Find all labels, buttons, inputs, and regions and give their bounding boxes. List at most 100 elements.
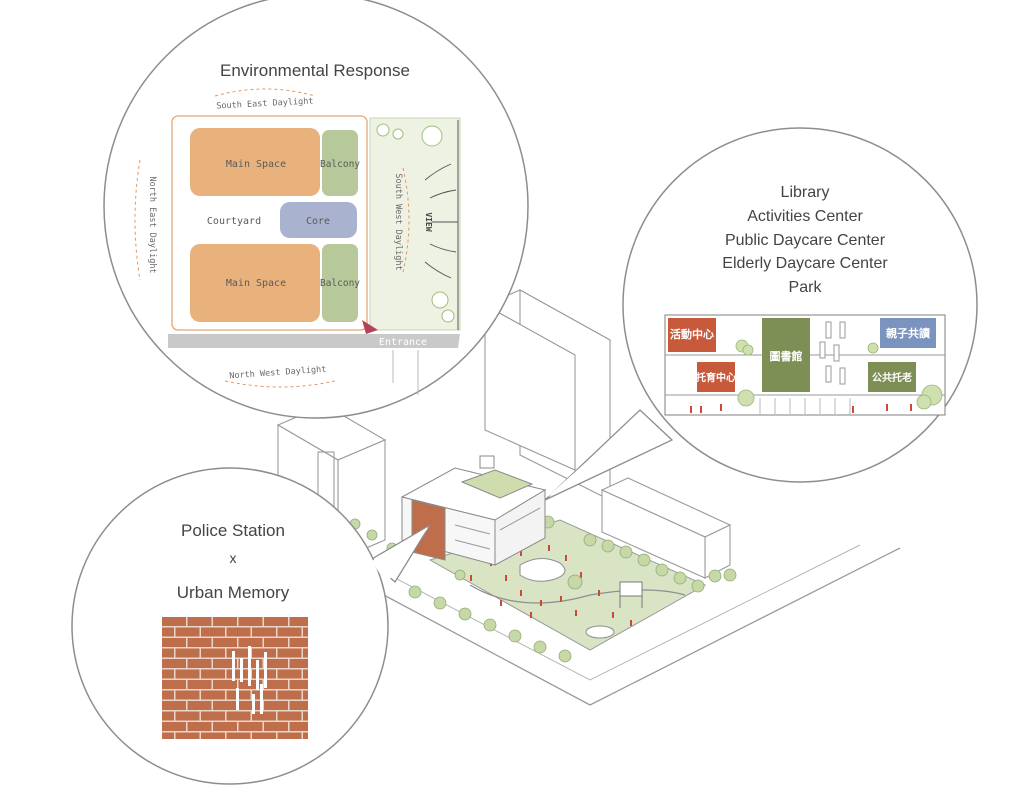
light-slit bbox=[260, 684, 263, 714]
brick bbox=[303, 648, 308, 658]
environmental-title: Environmental Response bbox=[220, 61, 410, 80]
courtyard-label: Courtyard bbox=[207, 216, 261, 227]
brick bbox=[175, 711, 200, 721]
park-path bbox=[469, 584, 686, 604]
south-east-arc bbox=[214, 88, 316, 97]
light-slit bbox=[232, 651, 235, 681]
main-space-label-top: Main Space bbox=[226, 159, 286, 170]
garden-trees bbox=[376, 123, 455, 323]
facade-people bbox=[690, 404, 912, 413]
plaza-circle bbox=[585, 625, 615, 639]
brick bbox=[162, 711, 174, 721]
brick bbox=[187, 680, 212, 689]
brick bbox=[162, 701, 186, 710]
brick bbox=[162, 659, 186, 668]
brick bbox=[252, 690, 276, 700]
light-slit bbox=[240, 658, 243, 682]
brick bbox=[162, 732, 174, 739]
brick bbox=[162, 690, 174, 700]
brick bbox=[226, 711, 251, 721]
brick bbox=[277, 690, 302, 700]
main-space-label-bottom: Main Space bbox=[226, 278, 286, 289]
view-label: VIEW bbox=[424, 212, 433, 231]
brick bbox=[277, 648, 302, 658]
brick bbox=[264, 722, 288, 731]
programs-bubble: Library Activities Center Public Daycare… bbox=[544, 127, 978, 501]
sign-library-text: 圖書館 bbox=[770, 349, 803, 363]
brick bbox=[277, 732, 302, 739]
brick bbox=[277, 627, 302, 637]
brick bbox=[277, 711, 302, 721]
north-east-label: North East Daylight bbox=[147, 176, 157, 273]
program-elderly-daycare: Elderly Daycare Center bbox=[722, 255, 888, 272]
north-east-arc bbox=[134, 159, 141, 281]
balcony-bottom bbox=[322, 244, 358, 322]
brick bbox=[252, 732, 276, 739]
main-space-top bbox=[190, 128, 320, 196]
sign-parent-child bbox=[880, 318, 936, 348]
brick bbox=[162, 722, 186, 731]
police-station-building bbox=[400, 455, 547, 566]
balcony-top bbox=[322, 130, 358, 196]
sign-parent-child-text: 親子共讀 bbox=[886, 326, 930, 340]
environmental-response-bubble: Environmental Response Main Space Balcon… bbox=[103, 0, 529, 419]
program-park: Park bbox=[789, 279, 823, 296]
facade-trees bbox=[735, 339, 943, 410]
brick bbox=[264, 701, 288, 710]
brick bbox=[213, 701, 237, 710]
brick bbox=[238, 617, 263, 626]
brick bbox=[162, 617, 186, 626]
brick bbox=[187, 659, 212, 668]
brick bbox=[213, 722, 237, 731]
brick bbox=[201, 690, 225, 700]
brick bbox=[303, 690, 308, 700]
brick bbox=[226, 627, 251, 637]
light-slit bbox=[252, 694, 255, 714]
brick bbox=[238, 638, 263, 647]
facade-elevation: 活動中心 圖書館 親子共讀 托育中心 公共托老 bbox=[664, 314, 946, 416]
police-line3: Urban Memory bbox=[177, 583, 290, 602]
people-markers bbox=[470, 545, 632, 626]
brick bbox=[264, 680, 288, 689]
sign-daycare-text: 托育中心 bbox=[696, 371, 736, 384]
view-arrows bbox=[424, 163, 458, 279]
brick bbox=[264, 617, 288, 626]
program-library: Library bbox=[781, 184, 830, 201]
police-bubble: Police Station x Urban Memory bbox=[71, 467, 431, 785]
brick bbox=[201, 669, 225, 679]
brick bbox=[201, 711, 225, 721]
brick-wall bbox=[162, 617, 308, 739]
main-space-bottom bbox=[190, 244, 320, 322]
light-slit bbox=[256, 660, 259, 690]
brick bbox=[303, 627, 308, 637]
core-block bbox=[280, 202, 357, 238]
sign-elderly bbox=[868, 362, 916, 392]
brick bbox=[289, 680, 308, 689]
brick bbox=[187, 638, 212, 647]
brick bbox=[238, 722, 263, 731]
facade-railing bbox=[759, 398, 851, 414]
brick bbox=[162, 627, 174, 637]
entrance-marker bbox=[362, 320, 378, 334]
brick bbox=[175, 732, 200, 739]
brick bbox=[264, 659, 288, 668]
pavilion bbox=[619, 581, 643, 608]
brick bbox=[303, 732, 308, 739]
brick bbox=[238, 701, 263, 710]
brick bbox=[162, 680, 186, 689]
brick bbox=[162, 669, 174, 679]
police-line1: Police Station bbox=[181, 521, 285, 540]
brick bbox=[201, 648, 225, 658]
brick bbox=[289, 701, 308, 710]
sign-activity-text: 活動中心 bbox=[670, 327, 714, 341]
sign-elderly-text: 公共托老 bbox=[872, 371, 912, 384]
light-slit bbox=[264, 652, 267, 688]
brick bbox=[162, 638, 186, 647]
right-building bbox=[600, 477, 732, 579]
tower-building bbox=[483, 289, 612, 501]
brick bbox=[289, 722, 308, 731]
sign-library bbox=[762, 318, 810, 392]
brick bbox=[175, 690, 200, 700]
brick bbox=[289, 638, 308, 647]
